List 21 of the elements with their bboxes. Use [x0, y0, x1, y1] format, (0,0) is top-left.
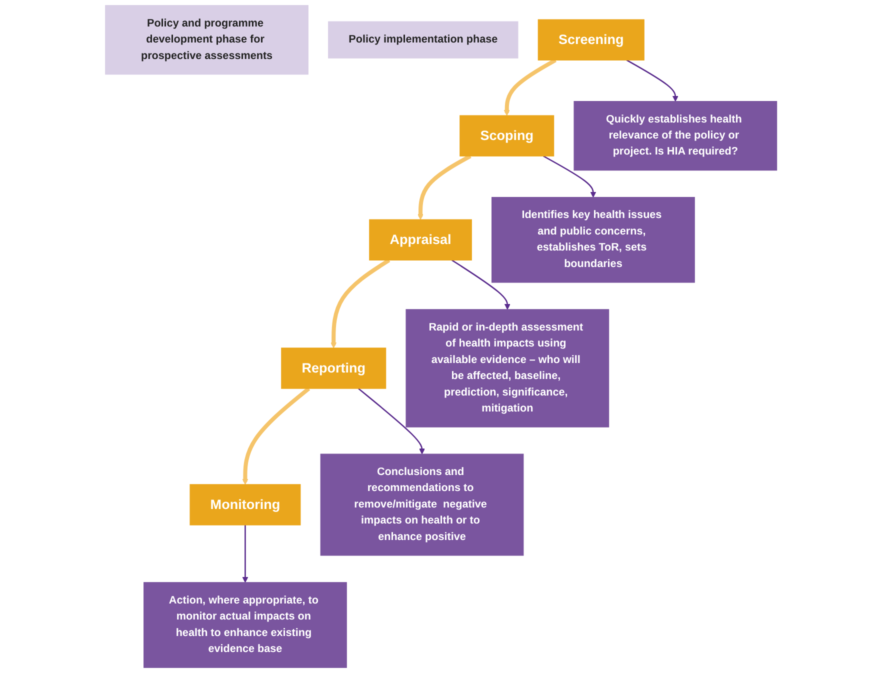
node-box: Monitoring	[190, 484, 302, 526]
arrow	[242, 525, 249, 583]
arrow	[543, 156, 597, 198]
node-box: Action, where appropriate, to monitor actual impacts on health to enhance existing evidence base	[144, 582, 348, 668]
arrow	[504, 58, 557, 116]
node-box: Scoping	[460, 115, 555, 156]
node-box: Quickly establishes health relevance of the policy or project. Is HIA required?	[574, 101, 778, 171]
arrow	[358, 388, 426, 454]
arrow	[626, 60, 679, 102]
arrow	[452, 260, 511, 310]
node-box: Identifies key health issues and public concerns, establishes ToR, sets boundaries	[492, 196, 696, 283]
arrow	[242, 386, 311, 485]
node-box: Conclusions and recommendations to remove/mitigate negative impacts on health or to enhance positive	[320, 454, 524, 556]
node-box: Policy implementation phase	[328, 21, 519, 58]
node-box: Reporting	[282, 348, 387, 389]
node-box: Rapid or in-depth assessment of health impacts using available evidence – who will be affected, baseline, prediction, significance, mitigation	[406, 309, 610, 428]
node-box: Policy and programme development phase for prospective assessments	[105, 5, 309, 75]
arrow	[418, 154, 472, 220]
node-box: Appraisal	[370, 219, 472, 260]
node-box: Screening	[538, 19, 645, 60]
arrow	[331, 258, 391, 348]
